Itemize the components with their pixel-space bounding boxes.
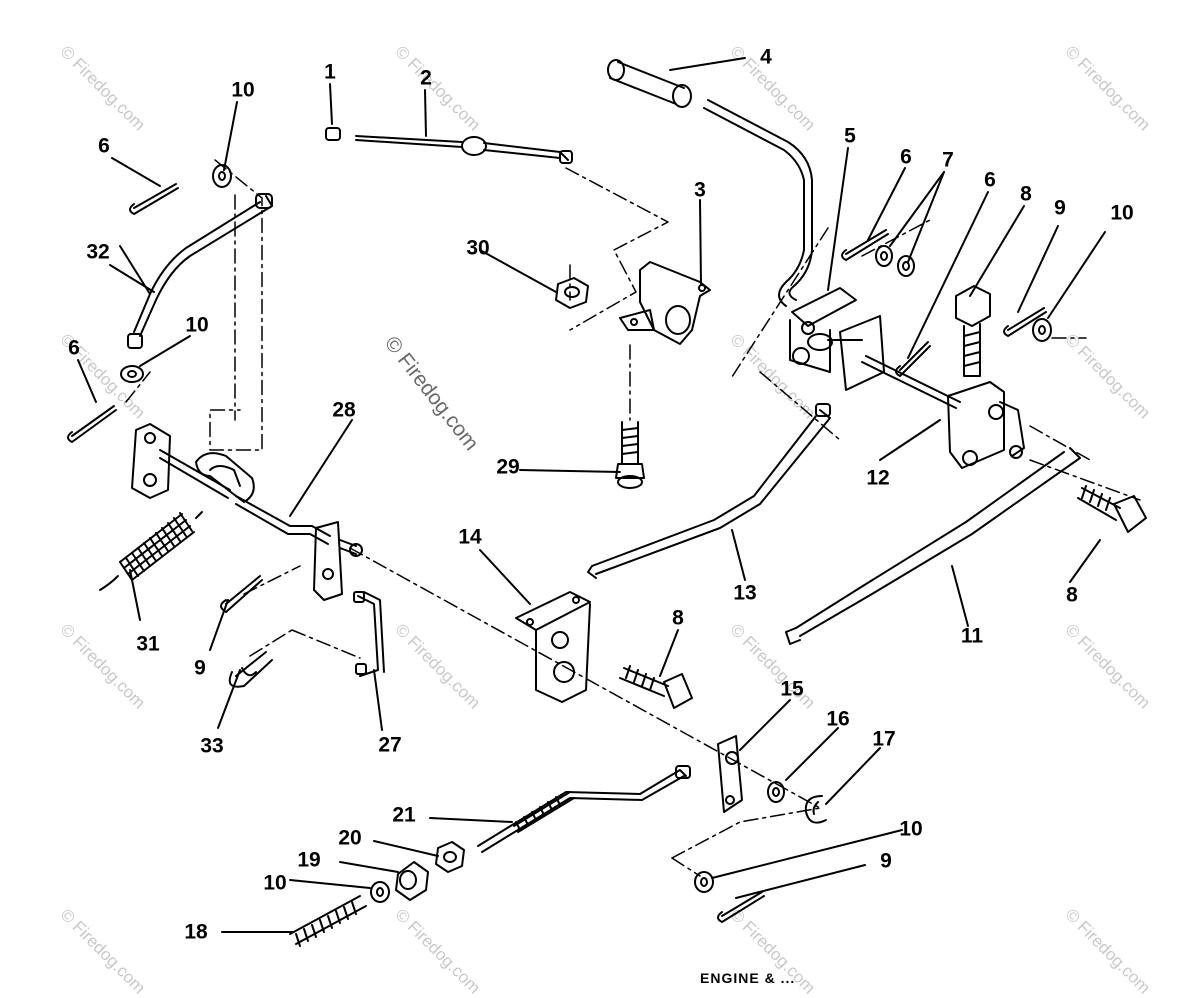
part-28-cross-shaft [132, 424, 362, 600]
part-8-bolt-right [1078, 486, 1146, 532]
part-21-rod [478, 766, 690, 852]
callout-11: 11 [960, 624, 984, 648]
callout-10: 10 [899, 817, 923, 841]
part-8-bolt-lower [620, 666, 692, 708]
callout-30: 30 [466, 236, 490, 260]
part-27-link [354, 592, 384, 676]
callout-12: 12 [866, 466, 890, 490]
part-31-spring [100, 512, 202, 590]
part-20-nut [436, 842, 464, 872]
washers [121, 165, 1051, 902]
callout-1: 1 [324, 60, 336, 84]
callout-2: 2 [420, 66, 432, 90]
callout-6: 6 [984, 168, 996, 192]
part-1-plug [326, 128, 340, 140]
part-14-bracket [516, 592, 590, 702]
callout-8: 8 [1020, 182, 1032, 206]
part-18-spring [290, 896, 366, 946]
part-8-bolt-upper [956, 286, 990, 376]
part-2-cable [356, 136, 572, 163]
callout-29: 29 [496, 455, 520, 479]
footer-title: ENGINE & ... [700, 970, 796, 986]
callout-31: 31 [136, 632, 160, 656]
callout-27: 27 [378, 733, 402, 757]
callout-10: 10 [185, 313, 209, 337]
callout-33: 33 [200, 734, 224, 758]
callout-10: 10 [231, 78, 255, 102]
part-19-spacer [396, 862, 428, 900]
part-32-rod [128, 194, 272, 348]
callout-6: 6 [98, 134, 110, 158]
callout-32: 32 [86, 240, 110, 264]
callout-10: 10 [1110, 201, 1134, 225]
callout-8: 8 [672, 606, 684, 630]
part-29-bolt [616, 422, 644, 488]
callout-19: 19 [297, 848, 321, 872]
callout-9: 9 [194, 656, 206, 680]
part-5-lever [704, 100, 884, 390]
part-3-bracket [620, 262, 710, 344]
callout-21: 21 [392, 803, 416, 827]
callout-16: 16 [826, 707, 850, 731]
callout-3: 3 [694, 178, 706, 202]
callout-7: 7 [942, 148, 954, 172]
callout-18: 18 [184, 920, 208, 944]
callout-13: 13 [733, 581, 757, 605]
part-11-rod [786, 448, 1080, 644]
callout-15: 15 [780, 677, 804, 701]
part-30-nut [556, 278, 588, 308]
callout-6: 6 [68, 336, 80, 360]
callout-20: 20 [338, 826, 362, 850]
part-12-shaft [862, 356, 1024, 468]
callout-9: 9 [880, 849, 892, 873]
leader-lines [78, 58, 1105, 932]
cotter-pins [68, 184, 1046, 922]
part-17-clip [806, 796, 826, 823]
callout-8: 8 [1066, 583, 1078, 607]
part-15-plate [718, 736, 742, 812]
callout-28: 28 [332, 398, 356, 422]
callout-9: 9 [1054, 196, 1066, 220]
callout-14: 14 [458, 525, 482, 549]
callout-5: 5 [844, 124, 856, 148]
callout-17: 17 [872, 727, 896, 751]
callout-4: 4 [760, 45, 772, 69]
callout-6: 6 [900, 145, 912, 169]
part-4-handle-grip [608, 60, 691, 107]
callout-10: 10 [263, 871, 287, 895]
part-13-rod [588, 404, 830, 578]
